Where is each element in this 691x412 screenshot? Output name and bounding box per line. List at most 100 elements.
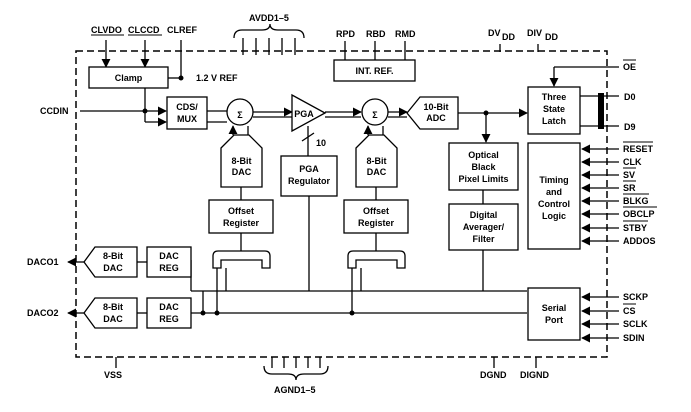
svg-text:DAC: DAC	[103, 314, 123, 324]
pin-reset: RESET	[581, 141, 654, 154]
svg-text:ADC: ADC	[426, 113, 446, 123]
pin-sckp: SCKP	[581, 292, 648, 302]
svg-text:Timing: Timing	[539, 175, 568, 185]
svg-text:Control: Control	[538, 199, 570, 209]
summing-node-1: Σ	[226, 98, 254, 126]
pga-control-bus: 10	[301, 126, 326, 156]
summing-node-2: Σ	[361, 98, 389, 126]
svg-text:OBCLP: OBCLP	[623, 209, 655, 219]
pin-addos: ADDOS	[581, 236, 656, 246]
pin-clvdo: CLVDO	[91, 25, 124, 68]
svg-text:8-Bit: 8-Bit	[103, 251, 123, 261]
svg-text:AVDD1–5: AVDD1–5	[249, 13, 289, 23]
pin-rbd: RBD	[366, 29, 386, 60]
svg-text:Digital: Digital	[470, 210, 498, 220]
svg-text:SCLK: SCLK	[623, 319, 648, 329]
svg-text:RPD: RPD	[336, 29, 356, 39]
svg-text:DIGND: DIGND	[520, 370, 550, 380]
svg-text:DACO2: DACO2	[27, 308, 59, 318]
pga-amplifier: PGA	[291, 93, 327, 133]
svg-text:Optical: Optical	[468, 150, 499, 160]
pin-cs: CS	[581, 303, 636, 316]
optical-black-pixel-limits: Optical Black Pixel Limits	[448, 142, 519, 191]
bus-mux-2	[347, 250, 406, 269]
svg-text:Three: Three	[542, 92, 567, 102]
bus-mux-1	[212, 250, 271, 269]
offset-register-1: Offset Register	[208, 199, 274, 234]
pin-sv: SV	[581, 167, 636, 180]
adc-block: 10-Bit ADC	[406, 96, 459, 130]
svg-text:CLREF: CLREF	[167, 25, 197, 35]
svg-text:REG: REG	[159, 314, 179, 324]
svg-text:VSS: VSS	[104, 370, 122, 380]
clamp-block: Clamp	[88, 66, 169, 89]
pin-rmd: RMD	[395, 29, 416, 60]
pin-vss: VSS	[104, 357, 122, 380]
svg-text:DGND: DGND	[480, 370, 507, 380]
offset-dac-1: 8-Bit DAC	[220, 134, 263, 188]
svg-text:INT. REF.: INT. REF.	[355, 66, 393, 76]
svg-text:Σ: Σ	[237, 110, 243, 120]
svg-text:PGA: PGA	[299, 164, 319, 174]
svg-text:10-Bit: 10-Bit	[423, 102, 448, 112]
svg-text:ADDOS: ADDOS	[623, 236, 656, 246]
timing-control-logic: Timing and Control Logic	[527, 142, 581, 250]
pin-dvdd: DV DD	[488, 28, 515, 52]
svg-text:8-Bit: 8-Bit	[103, 302, 123, 312]
svg-text:CS: CS	[623, 306, 636, 316]
svg-text:SR: SR	[623, 183, 636, 193]
pin-obclp: OBCLP	[581, 206, 657, 219]
pin-blkg: BLKG	[581, 193, 649, 206]
svg-text:STBY: STBY	[623, 223, 647, 233]
pin-avdd: AVDD1–5	[233, 13, 305, 55]
svg-text:8-Bit: 8-Bit	[367, 156, 387, 166]
chip-boundary	[75, 50, 608, 358]
svg-text:Serial: Serial	[542, 303, 567, 313]
digital-averager-filter: Digital Averager/ Filter	[448, 203, 519, 251]
offset-register-2: Offset Register	[343, 199, 409, 234]
svg-text:DAC: DAC	[159, 302, 179, 312]
output-dac-1: 8-Bit DAC	[83, 246, 138, 278]
svg-text:DACO1: DACO1	[27, 257, 59, 267]
svg-text:RMD: RMD	[395, 29, 416, 39]
svg-text:RESET: RESET	[623, 144, 654, 154]
pin-sdin: SDIN	[581, 333, 645, 343]
svg-text:Port: Port	[545, 315, 563, 325]
svg-text:SCKP: SCKP	[623, 292, 648, 302]
svg-text:PGA: PGA	[294, 109, 314, 119]
svg-text:MUX: MUX	[177, 114, 197, 124]
svg-text:DD: DD	[545, 32, 558, 42]
svg-text:CLVDO: CLVDO	[91, 25, 122, 35]
svg-text:Averager/: Averager/	[463, 222, 505, 232]
svg-text:DAC: DAC	[103, 263, 123, 273]
pin-oe: OE	[549, 59, 636, 87]
svg-text:D0: D0	[624, 92, 636, 102]
svg-text:CCDIN: CCDIN	[40, 106, 69, 116]
svg-text:BLKG: BLKG	[623, 196, 649, 206]
pin-clccd: CLCCD	[128, 25, 162, 68]
three-state-latch: Three State Latch	[527, 86, 581, 135]
svg-text:Offset: Offset	[228, 206, 254, 216]
svg-text:RBD: RBD	[366, 29, 386, 39]
pin-sr: SR	[581, 180, 636, 193]
pin-divdd: DIV DD	[527, 28, 558, 52]
ref-voltage-label: 1.2 V REF	[196, 73, 238, 83]
svg-text:D9: D9	[624, 122, 636, 132]
svg-text:CDS/: CDS/	[176, 102, 198, 112]
dac-register-2: DAC REG	[146, 297, 192, 329]
pin-dgnd: DGND	[480, 357, 507, 380]
svg-text:AGND1–5: AGND1–5	[274, 385, 316, 395]
output-dac-2: 8-Bit DAC	[83, 297, 138, 329]
offset-dac-2: 8-Bit DAC	[355, 134, 398, 188]
pin-ccdin: CCDIN	[40, 106, 167, 127]
cds-mux-block: CDS/ MUX	[166, 96, 208, 130]
svg-text:Register: Register	[223, 218, 260, 228]
svg-text:DAC: DAC	[159, 251, 179, 261]
pin-digdnd: DIGND	[520, 357, 550, 380]
svg-text:Σ: Σ	[372, 110, 378, 120]
int-ref-block: INT. REF.	[333, 59, 416, 82]
svg-text:SDIN: SDIN	[623, 333, 645, 343]
data-bus-d0-d9: D0 D9	[580, 92, 636, 132]
pga-regulator: PGA Regulator	[280, 155, 338, 197]
